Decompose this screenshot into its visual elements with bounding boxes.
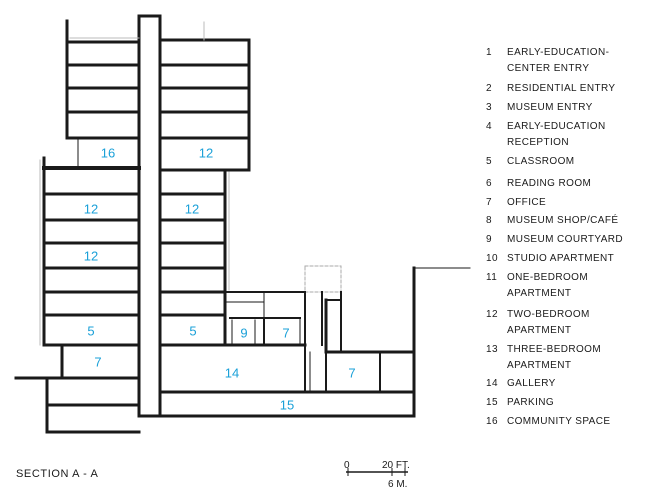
room-label-12: 12: [185, 202, 199, 217]
room-label-16: 16: [101, 146, 115, 161]
section-caption: SECTION A - A: [16, 468, 99, 480]
room-label-12: 12: [84, 202, 98, 217]
central-core: [137, 14, 162, 418]
ground-left: [14, 343, 141, 434]
lower-left-wing: [42, 156, 141, 347]
room-label-5: 5: [87, 324, 94, 339]
room-label-7: 7: [94, 355, 101, 370]
scale-zero-label: 0: [344, 460, 350, 471]
scale-meters-label: 6 M.: [388, 479, 407, 490]
room-label-12: 12: [84, 249, 98, 264]
room-label-12: 12: [199, 146, 213, 161]
room-labels: 16 12 12 12 12 5 5 9 7 7 14 7 15: [84, 146, 356, 413]
room-label-7: 7: [282, 326, 289, 341]
scale-bar: 0 20 FT. 6 M.: [344, 460, 410, 490]
room-label-14: 14: [225, 366, 239, 381]
room-label-9: 9: [240, 326, 247, 341]
parking-level: [137, 390, 416, 418]
ground-right: [158, 266, 471, 394]
room-label-7: 7: [348, 366, 355, 381]
upper-tower-left: [65, 19, 141, 140]
courtyard-block: [224, 265, 342, 354]
room-label-15: 15: [280, 398, 294, 413]
room-label-5: 5: [189, 324, 196, 339]
scale-feet-label: 20 FT.: [382, 460, 410, 471]
